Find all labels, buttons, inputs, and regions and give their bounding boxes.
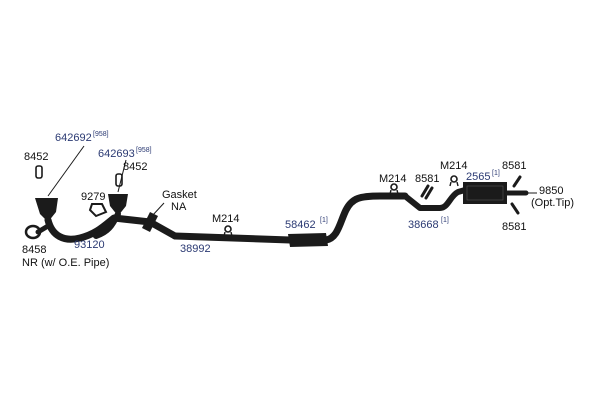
- pipe-38668: [402, 187, 468, 211]
- clamp-8581-top: [512, 175, 522, 188]
- label-gasket: Gasket: [162, 189, 197, 201]
- clamp-8581-bottom: [510, 202, 520, 215]
- label-gasket-na: NA: [171, 201, 187, 213]
- catalytic-converter-right: [108, 194, 128, 216]
- y-pipe-assembly: [24, 145, 154, 243]
- y-pipe-93120: [44, 214, 154, 243]
- label-8458: 8458: [22, 244, 46, 256]
- label-642692-note: [958]: [93, 131, 109, 138]
- label-93120: 93120: [74, 239, 105, 251]
- label-642692: 642692: [55, 132, 92, 144]
- label-9279: 9279: [81, 191, 105, 203]
- label-m214-left: M214: [212, 213, 240, 225]
- label-nr-note: NR (w/ O.E. Pipe): [22, 257, 109, 269]
- label-38668: 38668: [408, 219, 439, 231]
- bolt-8452-left: [35, 165, 43, 179]
- gasket-9279: [88, 203, 108, 218]
- hanger-m214-mid: [389, 183, 399, 195]
- pipe-38992: [171, 232, 294, 244]
- label-m214-mid: M214: [379, 173, 407, 185]
- part-labels: 642692 [958] 642693 [958] 8452 8452 9279…: [22, 131, 574, 269]
- label-38668-note: [1]: [441, 217, 449, 224]
- hanger-m214-right: [449, 175, 459, 187]
- muffler-2565: [463, 182, 507, 204]
- label-2565-note: [1]: [492, 170, 500, 177]
- label-8581-left: 8581: [415, 173, 439, 185]
- label-9850: 9850: [539, 185, 563, 197]
- label-8581-top: 8581: [502, 160, 526, 172]
- label-8581-bottom: 8581: [502, 221, 526, 233]
- intermediate-pipe: [171, 183, 409, 247]
- label-m214-right: M214: [440, 160, 468, 172]
- hanger-m214-left: [223, 225, 233, 237]
- resonator-58462: [288, 233, 328, 247]
- muffler-assembly: [402, 175, 537, 215]
- label-58462-note: [1]: [320, 217, 328, 224]
- flange-gasket-na: [142, 202, 179, 240]
- label-8452-left: 8452: [24, 151, 48, 163]
- label-58462: 58462: [285, 219, 316, 231]
- label-642693-note: [958]: [136, 147, 152, 154]
- label-8452-right: 8452: [123, 161, 147, 173]
- label-opt-tip: (Opt.Tip): [531, 197, 574, 209]
- catalytic-converter-left: [35, 198, 58, 222]
- label-2565: 2565: [466, 171, 490, 183]
- label-38992: 38992: [180, 243, 211, 255]
- clamp-8581-left: [420, 184, 430, 198]
- label-642693: 642693: [98, 148, 135, 160]
